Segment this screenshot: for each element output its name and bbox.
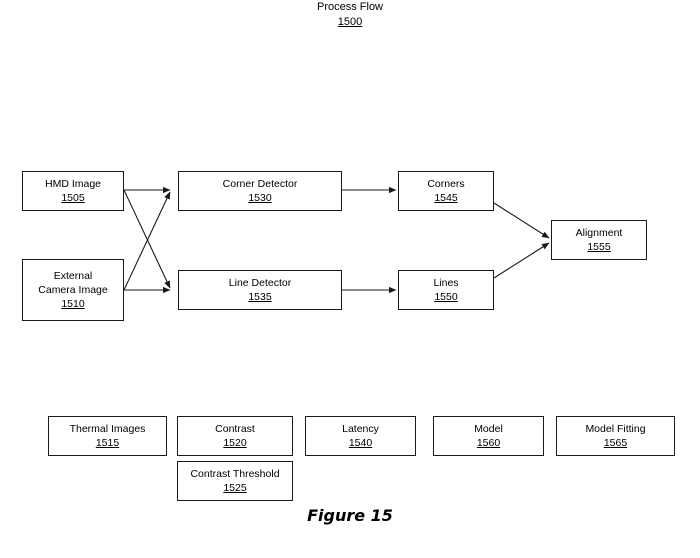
- node-model-fitting[interactable]: Model Fitting 1565: [556, 416, 675, 456]
- node-latency[interactable]: Latency 1540: [305, 416, 416, 456]
- arrow-hmd-to-line-detector: [123, 189, 171, 289]
- node-latency-reference: 1540: [348, 437, 373, 449]
- node-corner-detector-label: Corner Detector: [222, 178, 298, 190]
- node-contrast-reference: 1520: [223, 437, 247, 449]
- node-line-detector-reference: 1535: [248, 291, 272, 303]
- node-alignment[interactable]: Alignment 1555: [551, 220, 647, 260]
- node-external-camera-image[interactable]: External Camera Image 1510: [22, 259, 124, 321]
- node-contrast-threshold-reference: 1525: [223, 482, 247, 494]
- node-alignment-reference: 1555: [587, 241, 611, 253]
- diagram-title-reference: 1500: [337, 16, 363, 28]
- arrow-external-camera-to-corner-detector: [123, 191, 171, 291]
- node-model-reference: 1560: [476, 437, 501, 449]
- node-line-detector-label: Line Detector: [228, 277, 292, 289]
- node-alignment-label: Alignment: [575, 227, 623, 239]
- node-model[interactable]: Model 1560: [433, 416, 544, 456]
- node-corner-detector[interactable]: Corner Detector 1530: [178, 171, 342, 211]
- arrow-lines-to-alignment: [493, 242, 550, 279]
- node-lines-label: Lines: [433, 277, 459, 289]
- node-external-camera-image-label: External Camera Image: [38, 270, 108, 296]
- node-contrast[interactable]: Contrast 1520: [177, 416, 293, 456]
- diagram-title: Process Flow 1500: [0, 0, 700, 30]
- node-latency-label: Latency: [342, 423, 379, 435]
- diagram-title-label: Process Flow: [316, 1, 384, 13]
- node-hmd-image-label: HMD Image: [44, 178, 101, 190]
- node-contrast-threshold-label: Contrast Threshold: [190, 468, 280, 480]
- node-contrast-label: Contrast: [215, 423, 255, 435]
- node-hmd-image-reference: 1505: [61, 192, 85, 204]
- node-lines-reference: 1550: [434, 291, 458, 303]
- arrow-corners-to-alignment: [493, 202, 550, 239]
- node-model-fitting-reference: 1565: [603, 437, 628, 449]
- node-hmd-image[interactable]: HMD Image 1505: [22, 171, 124, 211]
- node-corners-label: Corners: [427, 178, 465, 190]
- node-model-fitting-label: Model Fitting: [585, 423, 646, 435]
- node-lines[interactable]: Lines 1550: [398, 270, 494, 310]
- node-line-detector[interactable]: Line Detector 1535: [178, 270, 342, 310]
- node-corners[interactable]: Corners 1545: [398, 171, 494, 211]
- node-model-label: Model: [474, 423, 503, 435]
- node-external-camera-image-reference: 1510: [61, 298, 85, 310]
- node-thermal-images[interactable]: Thermal Images 1515: [48, 416, 167, 456]
- node-corners-reference: 1545: [434, 192, 458, 204]
- node-corner-detector-reference: 1530: [248, 192, 272, 204]
- node-contrast-threshold[interactable]: Contrast Threshold 1525: [177, 461, 293, 501]
- node-thermal-images-reference: 1515: [95, 437, 120, 449]
- node-thermal-images-label: Thermal Images: [69, 423, 146, 435]
- figure-caption: Figure 15: [307, 506, 393, 525]
